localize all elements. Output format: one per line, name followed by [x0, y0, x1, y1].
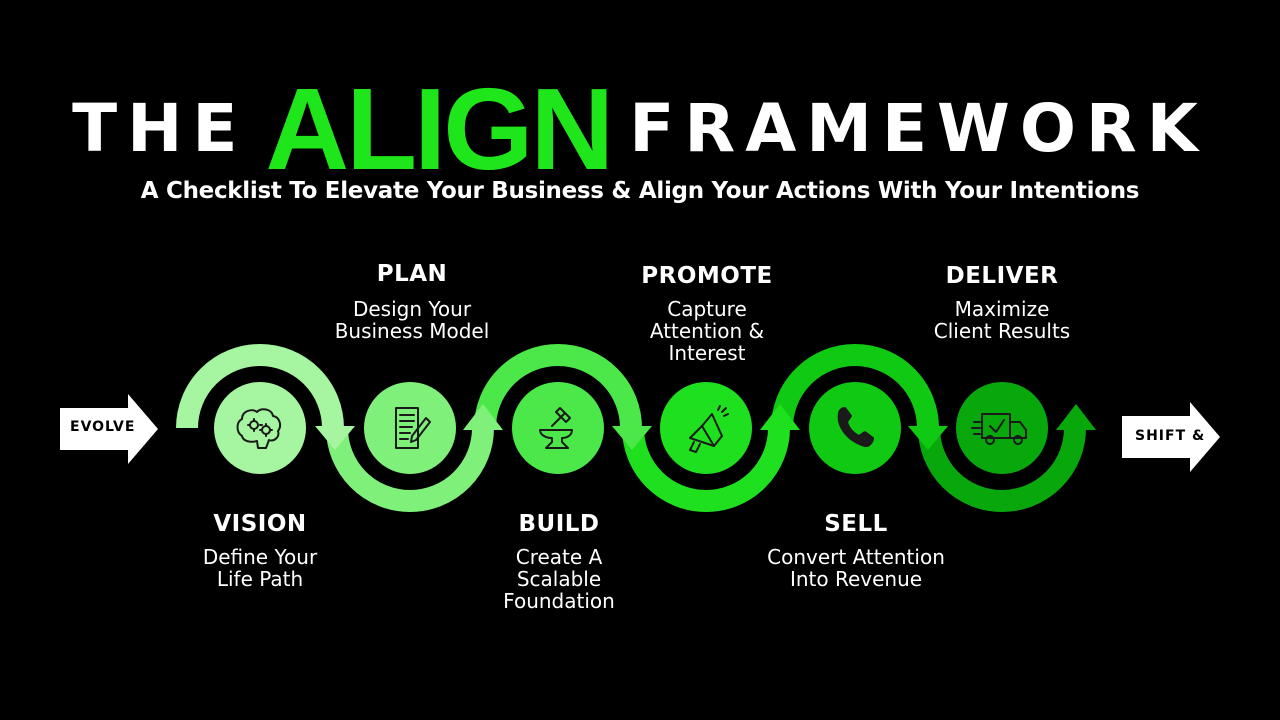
evolve-label: EVOLVE [70, 419, 136, 435]
megaphone-icon [689, 405, 729, 453]
step-desc-plan: Design Your Business Model [334, 297, 490, 343]
step-title-plan: PLAN [376, 261, 448, 287]
arrowhead-1 [315, 426, 355, 450]
step-title-deliver: DELIVER [945, 263, 1059, 289]
arc-plan [326, 427, 494, 512]
step-circle-vision [214, 382, 306, 474]
framework-title: THE ALIGN FRAMEWORK [0, 64, 1280, 194]
step-desc-vision: Define Your Life Path [202, 545, 318, 591]
arc-sell [771, 344, 939, 429]
step-title-promote: PROMOTE [641, 263, 773, 289]
arrowhead-2 [463, 404, 503, 430]
step-title-vision: VISION [213, 511, 307, 537]
step-desc-sell: Convert Attention Into Revenue [767, 545, 945, 591]
shift-label: SHIFT & [1135, 428, 1206, 444]
arrowhead-5 [908, 426, 948, 450]
step-circle-promote [660, 382, 752, 474]
step-desc-promote: Capture Attention & Interest [649, 297, 765, 365]
arrowhead-3 [612, 426, 652, 450]
arc-deliver [918, 427, 1086, 512]
delivery-truck-icon [971, 413, 1027, 445]
document-pen-icon [395, 407, 431, 449]
brain-gears-icon [236, 408, 282, 449]
step-circle-sell [809, 382, 901, 474]
step-title-build: BUILD [518, 511, 600, 537]
arc-promote [622, 427, 790, 512]
step-title-sell: SELL [824, 511, 888, 537]
anvil-hammer-icon [539, 407, 573, 449]
arrowhead-6 [1056, 404, 1096, 430]
subtitle: A Checklist To Elevate Your Business & A… [140, 178, 1140, 204]
phone-icon [837, 407, 874, 448]
step-circle-build [512, 382, 604, 474]
step-desc-deliver: Maximize Client Results [933, 297, 1071, 343]
title-the: THE [72, 90, 248, 167]
title-align: ALIGN [265, 64, 614, 194]
title-framework: FRAMEWORK [629, 90, 1208, 167]
shift-arrow [1122, 402, 1220, 472]
evolve-arrow [60, 394, 158, 464]
step-circle-deliver [956, 382, 1048, 474]
arrowhead-4 [760, 404, 800, 430]
arc-vision [176, 344, 344, 429]
arc-build [474, 344, 642, 429]
step-desc-build: Create A Scalable Foundation [503, 545, 615, 613]
